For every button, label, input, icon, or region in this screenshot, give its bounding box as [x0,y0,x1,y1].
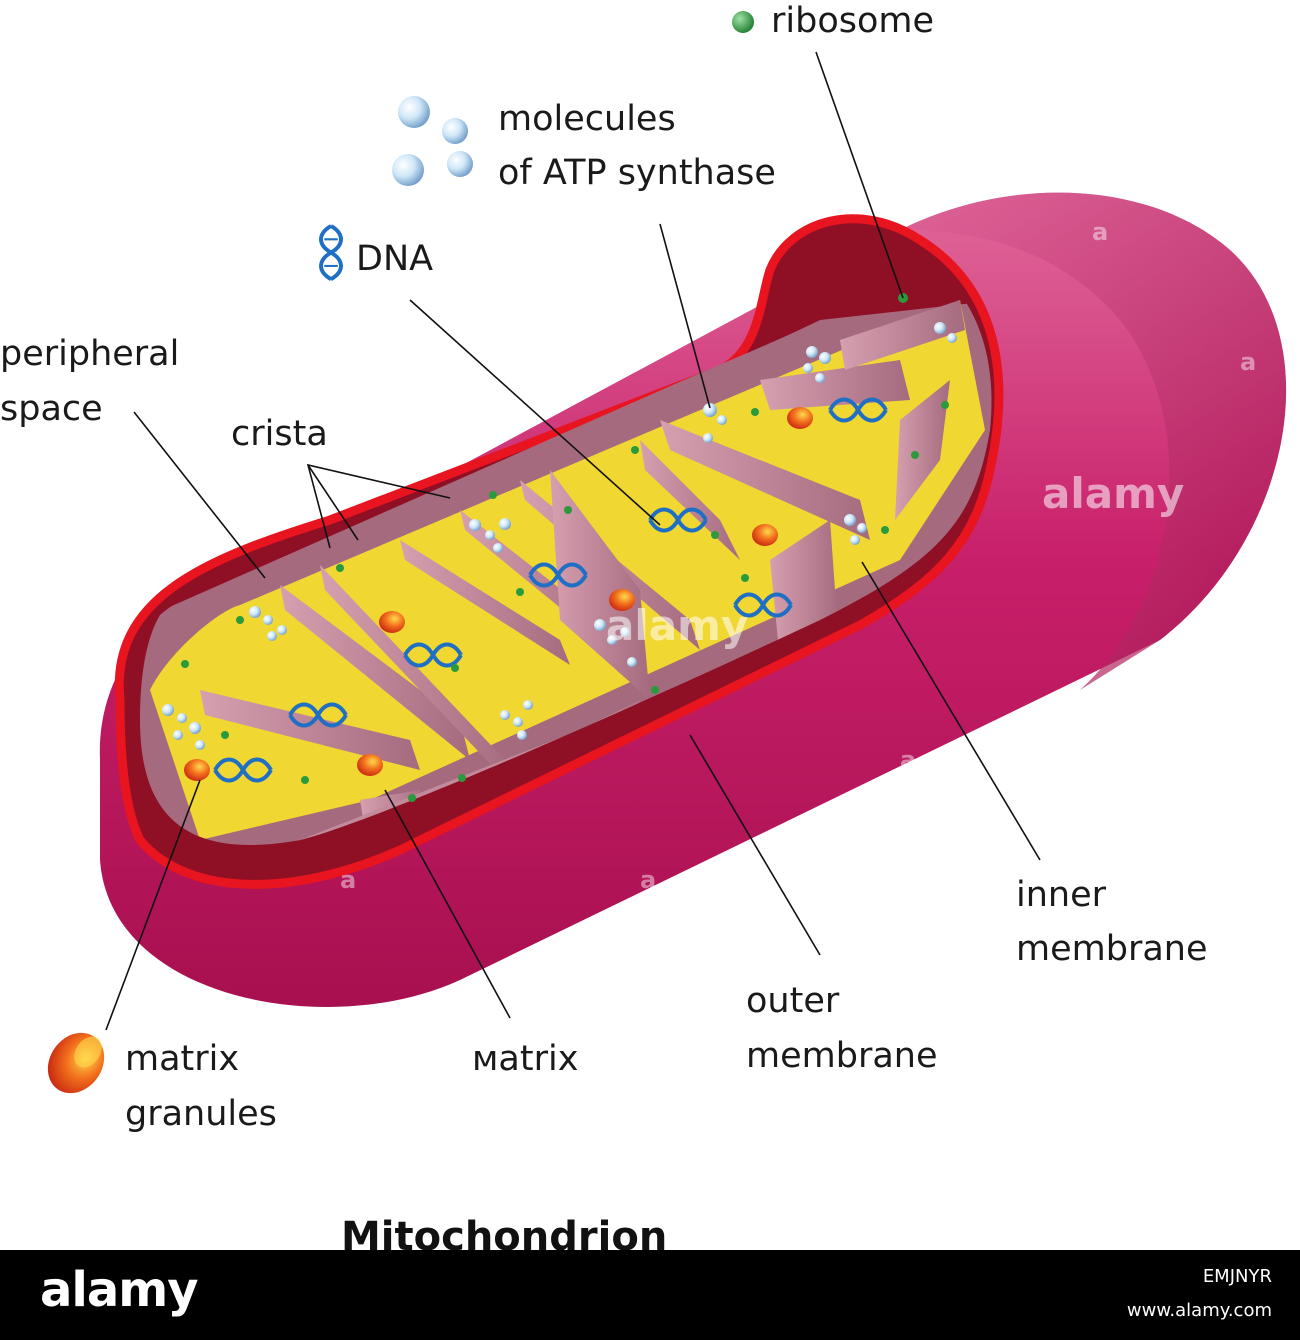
atp-synthase-particles [162,322,957,750]
stock-footer: alamy EMJNYR www.alamy.com [0,1250,1300,1340]
svg-text:a: a [340,866,356,894]
watermarks: alamy alamy a a a a a a [180,218,1256,894]
svg-text:a: a [640,866,656,894]
alamy-logo: alamy [40,1262,199,1318]
label-outer-line2: membrane [746,1036,938,1076]
label-granules-line2: granules [125,1094,277,1134]
matrix-granule-icon [47,1032,105,1094]
svg-text:alamy: alamy [1042,469,1184,518]
svg-text:a: a [1240,348,1256,376]
leader-lines [105,51,1041,1031]
mitochondrion-diagram: alamy alamy a a a a a a ribosome [0,1,1287,1250]
ribosome-particles [181,293,949,802]
label-outer-line1: outer [746,981,840,1021]
svg-text:a: a [1092,218,1108,246]
label-peripheral-line2: space [0,389,103,429]
svg-text:a: a [900,746,916,774]
label-inner-line2: membrane [1016,929,1208,969]
label-dna: DNA [356,239,433,279]
ribosome-icon [732,11,754,33]
svg-text:alamy: alamy [606,601,748,650]
labels: ribosome molecules of ATP synthase DNA p… [0,1,1208,1250]
atp-synthase-icon [392,96,473,186]
label-ribosome: ribosome [771,1,934,41]
label-inner-line1: inner [1016,875,1107,915]
matrix-granule-particles [184,407,813,781]
label-atp-line1: molecules [498,99,676,139]
label-matrix: мatrix [472,1039,578,1079]
label-peripheral-line1: peripheral [0,334,179,374]
label-crista: crista [231,414,328,454]
site-url: www.alamy.com [1126,1300,1272,1321]
dna-icon [319,224,343,282]
image-id: EMJNYR [1202,1266,1272,1287]
label-granules-line1: matrix [125,1039,239,1079]
label-atp-line2: of ATP synthase [498,153,776,193]
diagram-title: Mitochondrion [341,1214,667,1250]
